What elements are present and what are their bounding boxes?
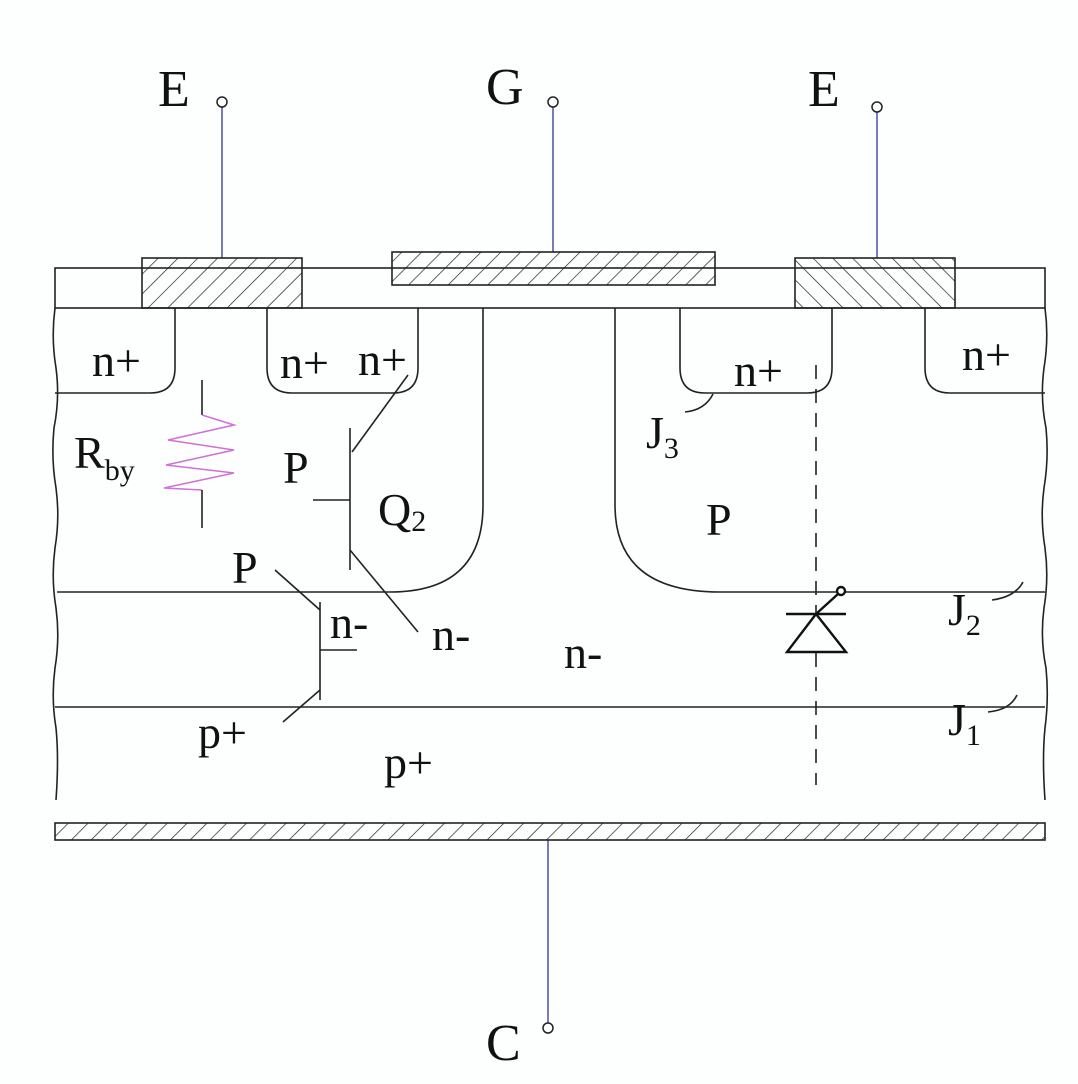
- p-plus-label: p+: [198, 707, 247, 758]
- p-label-left: P: [283, 442, 309, 493]
- n-plus-region-4: [924, 308, 1045, 394]
- gate-label: G: [486, 59, 524, 116]
- emitter-right-label: E: [808, 61, 840, 118]
- transistor-lower-icon: [274, 569, 357, 723]
- p-plus-center-label: p+: [384, 737, 433, 788]
- n-plus-label-2: n+: [280, 337, 329, 388]
- emitter-left-electrode: [141, 257, 303, 309]
- junction-j1-label: J1: [948, 694, 981, 752]
- zener-diode-icon: [784, 585, 849, 654]
- emitter-left-terminal-icon: [216, 96, 228, 108]
- n-plus-label-3: n+: [358, 334, 407, 385]
- right-edge: [1041, 307, 1049, 801]
- resistor-icon: [163, 380, 238, 528]
- n-minus-q-label: n-: [432, 609, 470, 660]
- collector-metal: [54, 822, 1046, 841]
- n-plus-label-4: n+: [734, 345, 783, 396]
- j1-arrow-icon: [987, 694, 1018, 713]
- p-well-right: [614, 308, 1045, 593]
- left-edge: [52, 307, 59, 801]
- junction-j2-label: J2: [948, 584, 981, 642]
- transistor-q2-icon: [313, 374, 419, 633]
- j2-arrow-icon: [991, 581, 1024, 601]
- collector-terminal-icon: [542, 1022, 554, 1034]
- resistor-label: Rby: [74, 427, 135, 487]
- n-minus-small-label: n-: [330, 597, 368, 648]
- p-label-right: P: [706, 494, 732, 545]
- n-minus-center-label: n-: [564, 627, 602, 678]
- emitter-left-label: E: [158, 61, 190, 118]
- gate-terminal-icon: [547, 96, 559, 108]
- gate-electrode: [391, 251, 716, 286]
- n-plus-label-5: n+: [962, 329, 1011, 380]
- collector-label: C: [486, 1015, 521, 1072]
- q2-label: Q2: [378, 484, 426, 538]
- p-label-lower: P: [232, 542, 258, 593]
- p-well-left: [57, 308, 484, 593]
- emitter-right-terminal-icon: [871, 101, 883, 113]
- emitter-right-electrode: [794, 257, 956, 309]
- n-plus-region-3: [679, 308, 833, 394]
- j3-arrow-icon: [684, 393, 714, 413]
- n-plus-region-1: [55, 308, 176, 394]
- junction-j3-label: J3: [646, 407, 679, 465]
- n-plus-label-1: n+: [92, 335, 141, 386]
- terminal-leads: [221, 107, 878, 1023]
- n-plus-region-2: [266, 308, 419, 394]
